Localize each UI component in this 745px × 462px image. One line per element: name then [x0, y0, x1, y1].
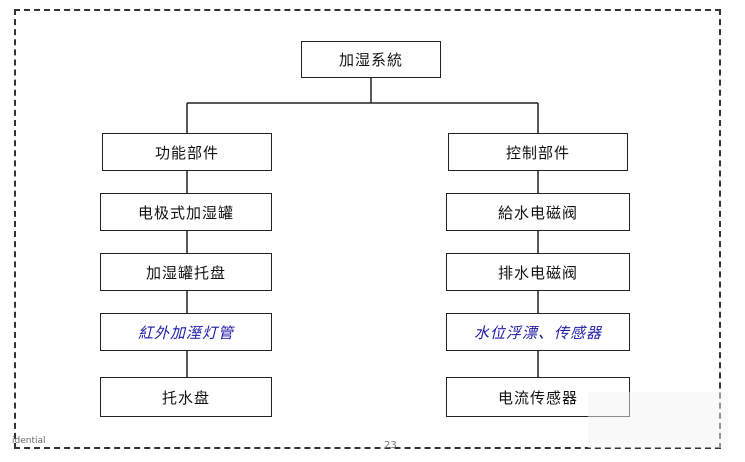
- page-number: 23: [384, 440, 397, 451]
- watermark-block: [588, 392, 728, 448]
- right-branch-node: 控制部件: [448, 133, 628, 171]
- root-node: 加湿系統: [301, 41, 441, 78]
- left-item-4: 托水盘: [100, 377, 272, 417]
- right-item-1: 給水电磁阀: [446, 193, 630, 231]
- right-item-2: 排水电磁阀: [446, 253, 630, 291]
- footer-label: idential: [12, 436, 46, 446]
- left-branch-node: 功能部件: [102, 133, 272, 171]
- left-item-3: 紅外加溼灯管: [100, 313, 272, 351]
- left-item-1: 电极式加湿罐: [100, 193, 272, 231]
- right-item-3: 水位浮漂、传感器: [446, 313, 630, 351]
- dashed-frame: [14, 9, 721, 449]
- left-item-2: 加湿罐托盘: [100, 253, 272, 291]
